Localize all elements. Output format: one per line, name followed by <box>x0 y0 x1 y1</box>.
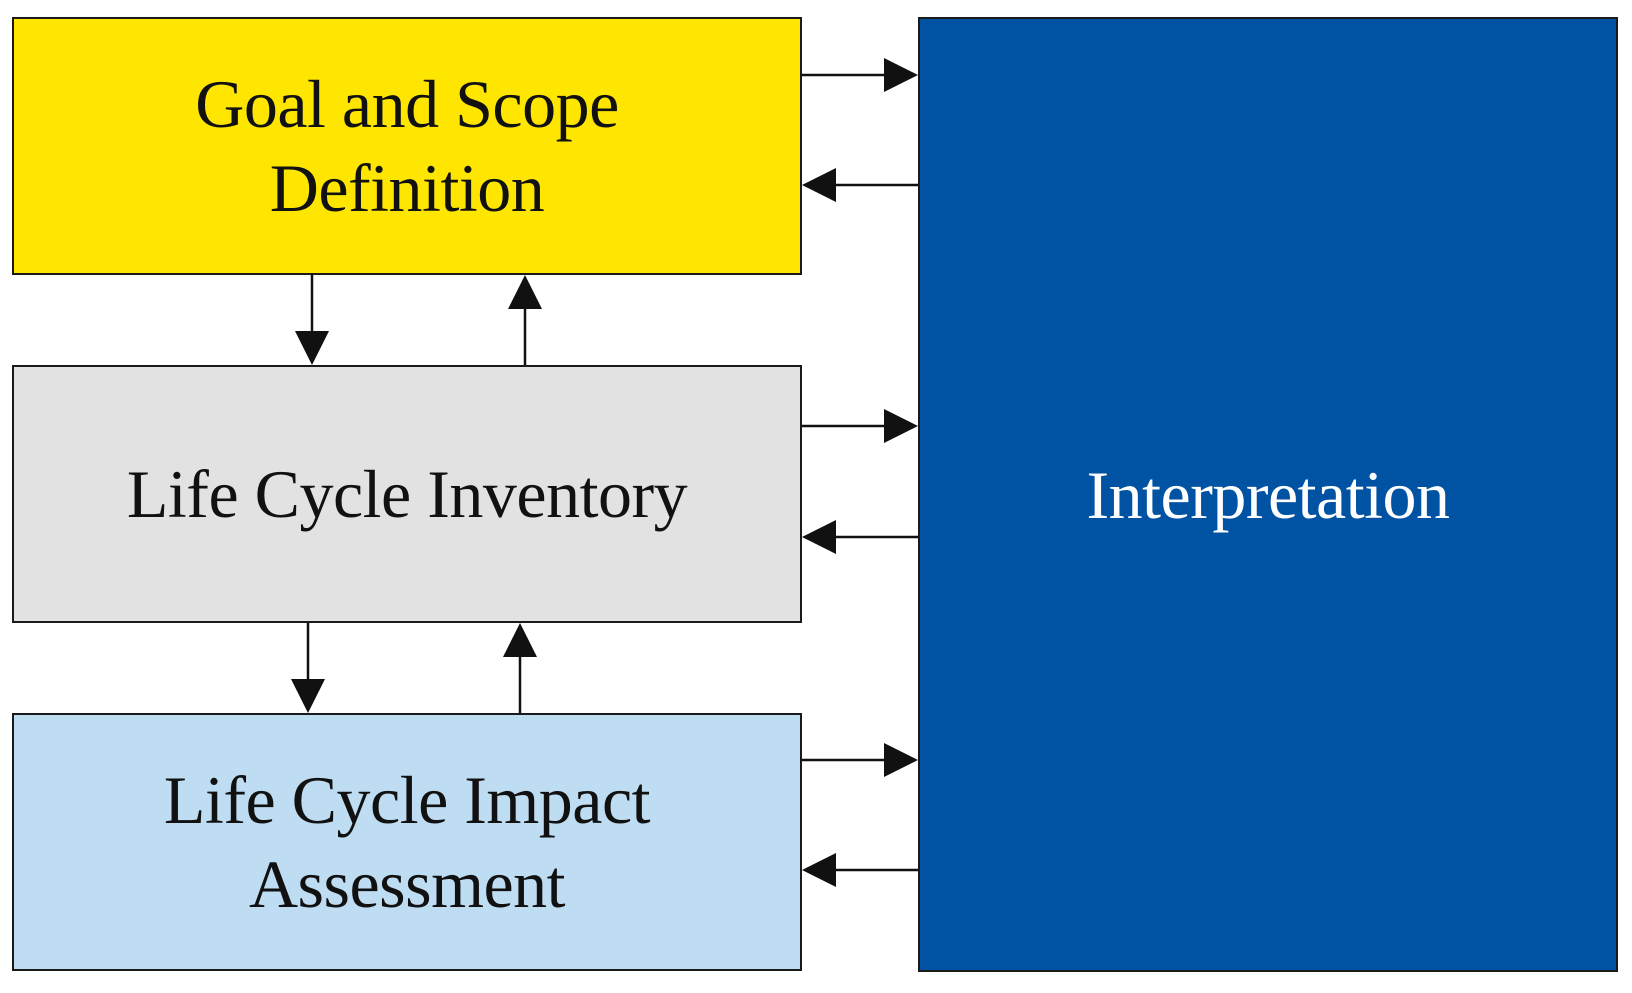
arrow-inventory-to-impact <box>291 623 325 713</box>
interpretation-box: Interpretation <box>918 17 1618 972</box>
inventory-label-line-1: Life Cycle Inventory <box>126 456 688 532</box>
arrow-head <box>503 623 537 657</box>
arrow-inventory-to-goal <box>508 275 542 365</box>
interpretation-label-line-1: Interpretation <box>1086 456 1450 533</box>
arrow-head <box>884 58 918 92</box>
goal-label-line-2: Definition <box>269 150 545 226</box>
arrow-head <box>802 853 836 887</box>
impact-label-line-2: Assessment <box>248 846 566 922</box>
goal-and-scope-definition-label: Goal and Scope Definition <box>195 62 619 230</box>
arrow-interpretation-to-inventory <box>802 520 918 554</box>
interpretation-label: Interpretation <box>1086 453 1450 537</box>
goal-and-scope-definition-box: Goal and Scope Definition <box>12 17 802 275</box>
arrow-head <box>508 275 542 309</box>
arrow-head <box>884 743 918 777</box>
life-cycle-impact-assessment-label: Life Cycle Impact Assessment <box>163 758 651 926</box>
life-cycle-inventory-label: Life Cycle Inventory <box>126 452 688 536</box>
life-cycle-inventory-box: Life Cycle Inventory <box>12 365 802 623</box>
arrow-impact-to-interpretation <box>802 743 918 777</box>
arrow-head <box>295 331 329 365</box>
arrow-inventory-to-interpretation <box>802 409 918 443</box>
arrow-goal-to-interpretation <box>802 58 918 92</box>
goal-label-line-1: Goal and Scope <box>195 66 619 142</box>
arrow-head <box>802 520 836 554</box>
life-cycle-impact-assessment-box: Life Cycle Impact Assessment <box>12 713 802 971</box>
arrow-head <box>802 168 836 202</box>
arrow-impact-to-inventory <box>503 623 537 713</box>
arrow-interpretation-to-impact <box>802 853 918 887</box>
arrow-goal-to-inventory <box>295 275 329 365</box>
arrow-head <box>884 409 918 443</box>
arrow-interpretation-to-goal <box>802 168 918 202</box>
arrow-head <box>291 679 325 713</box>
impact-label-line-1: Life Cycle Impact <box>163 762 651 838</box>
